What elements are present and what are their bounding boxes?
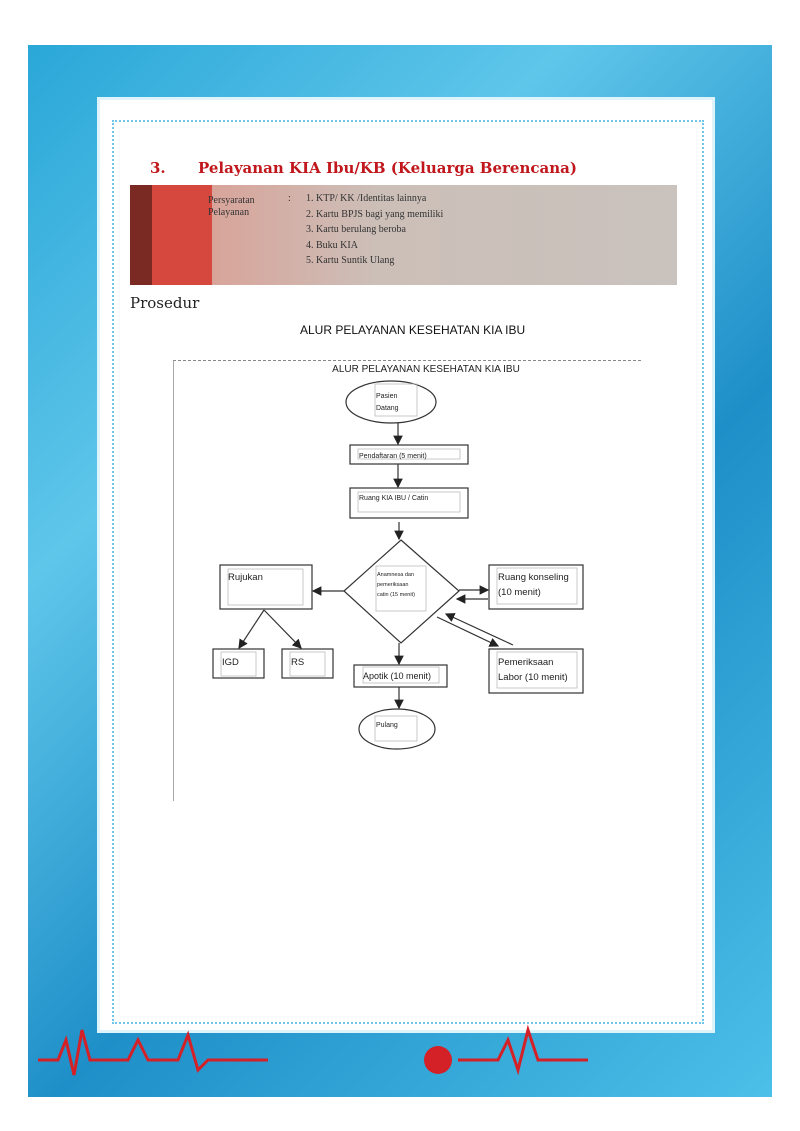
start-node xyxy=(345,380,437,424)
decision-label-3: catin (15 menit) xyxy=(377,592,415,598)
list-item: Kartu Suntik Ulang xyxy=(316,253,443,269)
konseling-label-1: Ruang konseling xyxy=(498,572,569,583)
decision-label-2: pemeriksaan xyxy=(377,582,409,588)
ruang-kia-label: Ruang KIA IBU / Catin xyxy=(359,495,428,502)
end-label: Pulang xyxy=(376,722,398,729)
decision-label-1: Anamnesa dan xyxy=(377,572,414,578)
heartbeat-decoration xyxy=(38,1024,588,1076)
labor-label-1: Pemeriksaan xyxy=(498,657,553,668)
section-title: 3.Pelayanan KIA Ibu/KB (Keluarga Berenca… xyxy=(150,159,577,177)
pendaftaran-label: Pendaftaran (5 menit) xyxy=(359,453,427,460)
labor-label-2: Labor (10 menit) xyxy=(498,672,568,683)
igd-label: IGD xyxy=(222,657,239,668)
list-item: Kartu berulang beroba xyxy=(316,222,443,238)
flowchart: ALUR PELAYANAN KESEHATAN KIA IBU Pasien … xyxy=(173,360,641,801)
list-item: KTP/ KK /Identitas lainnya xyxy=(316,191,443,207)
dotted-border xyxy=(112,120,704,1024)
flowchart-title: ALUR PELAYANAN KESEHATAN KIA IBU xyxy=(332,364,520,375)
rs-label: RS xyxy=(291,657,304,668)
list-item: Kartu BPJS bagi yang memiliki xyxy=(316,207,443,223)
start-label-1: Pasien xyxy=(376,393,398,400)
list-item: Buku KIA xyxy=(316,238,443,254)
colon: : xyxy=(288,193,291,204)
start-label-2: Datang xyxy=(376,405,399,412)
requirements-list: KTP/ KK /Identitas lainnya Kartu BPJS ba… xyxy=(298,191,443,269)
apotik-label: Apotik (10 menit) xyxy=(363,671,431,681)
konseling-label-2: (10 menit) xyxy=(498,587,541,598)
prosedur-heading: Prosedur xyxy=(130,294,200,312)
rujukan-label: Rujukan xyxy=(228,572,263,583)
flow-heading: ALUR PELAYANAN KESEHATAN KIA IBU xyxy=(300,323,526,337)
requirements-label: Persyaratan Pelayanan xyxy=(208,195,255,218)
requirements-photo: Persyaratan Pelayanan : KTP/ KK /Identit… xyxy=(130,185,677,285)
